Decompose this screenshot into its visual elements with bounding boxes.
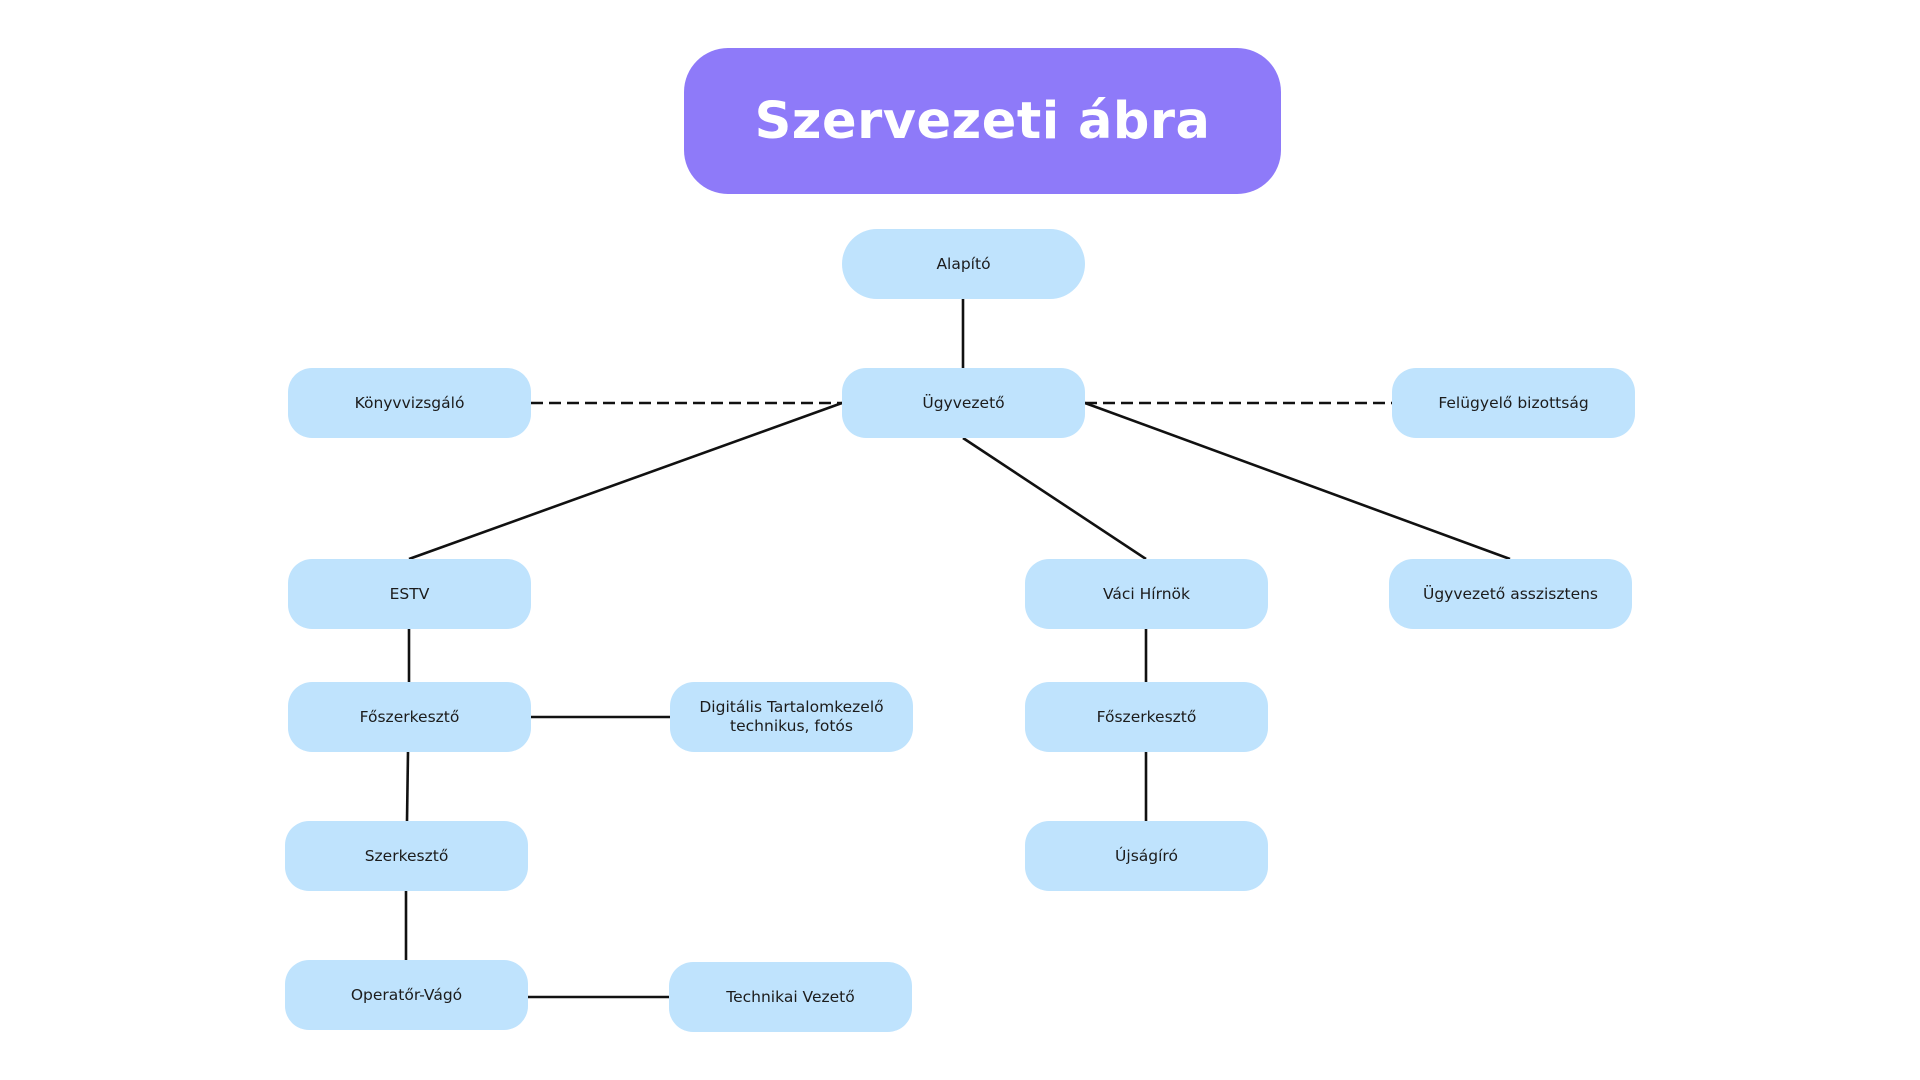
node-label: Váci Hírnök — [1103, 584, 1190, 603]
node-estv[interactable]: ESTV — [288, 559, 531, 629]
node-label: Ügyvezető asszisztens — [1422, 584, 1599, 603]
node-digitalis-tartalomkezelo[interactable]: Digitális Tartalomkezelő technikus, fotó… — [670, 682, 913, 752]
node-ugyvezeto-asszisztens[interactable]: Ügyvezető asszisztens — [1389, 559, 1632, 629]
node-szerkeszto[interactable]: Szerkesztő — [285, 821, 528, 891]
node-ugyvezeto[interactable]: Ügyvezető — [842, 368, 1085, 438]
node-label: Operatőr-Vágó — [350, 985, 463, 1004]
connector-ugyvezeto-vaci — [962, 436, 1147, 561]
node-technikai-vezeto[interactable]: Technikai Vezető — [669, 962, 912, 1032]
node-label: Könyvvizsgáló — [354, 393, 465, 412]
node-foszerkeszto-estv[interactable]: Főszerkesztő — [288, 682, 531, 752]
node-konyvvizsgalo[interactable]: Könyvvizsgáló — [288, 368, 531, 438]
node-felugyelo-bizottsag[interactable]: Felügyelő bizottság — [1392, 368, 1635, 438]
node-label: Főszerkesztő — [1096, 707, 1197, 726]
node-vaci-hirnok[interactable]: Váci Hírnök — [1025, 559, 1268, 629]
node-label: Szerkesztő — [364, 846, 449, 865]
node-operator-vago[interactable]: Operatőr-Vágó — [285, 960, 528, 1030]
node-label: Főszerkesztő — [359, 707, 460, 726]
chart-title: Szervezeti ábra — [754, 91, 1211, 151]
connector-ugyvezeto-estv — [408, 401, 843, 561]
node-alapito[interactable]: Alapító — [842, 229, 1085, 299]
node-foszerkeszto-vaci[interactable]: Főszerkesztő — [1025, 682, 1268, 752]
node-label: ESTV — [389, 584, 430, 603]
connector-foszerkeszto-szerkeszto — [405, 751, 410, 822]
node-label: Felügyelő bizottság — [1438, 393, 1589, 412]
node-label: Digitális Tartalomkezelő technikus, fotó… — [699, 698, 884, 735]
node-label: Ügyvezető — [922, 393, 1005, 412]
connector-ugyvezeto-asszisztens — [1084, 401, 1511, 561]
node-label: Alapító — [936, 254, 991, 273]
chart-title-box: Szervezeti ábra — [684, 48, 1281, 194]
node-label: Technikai Vezető — [726, 987, 855, 1006]
node-label: Újságíró — [1115, 846, 1178, 865]
node-ujsagiro[interactable]: Újságíró — [1025, 821, 1268, 891]
